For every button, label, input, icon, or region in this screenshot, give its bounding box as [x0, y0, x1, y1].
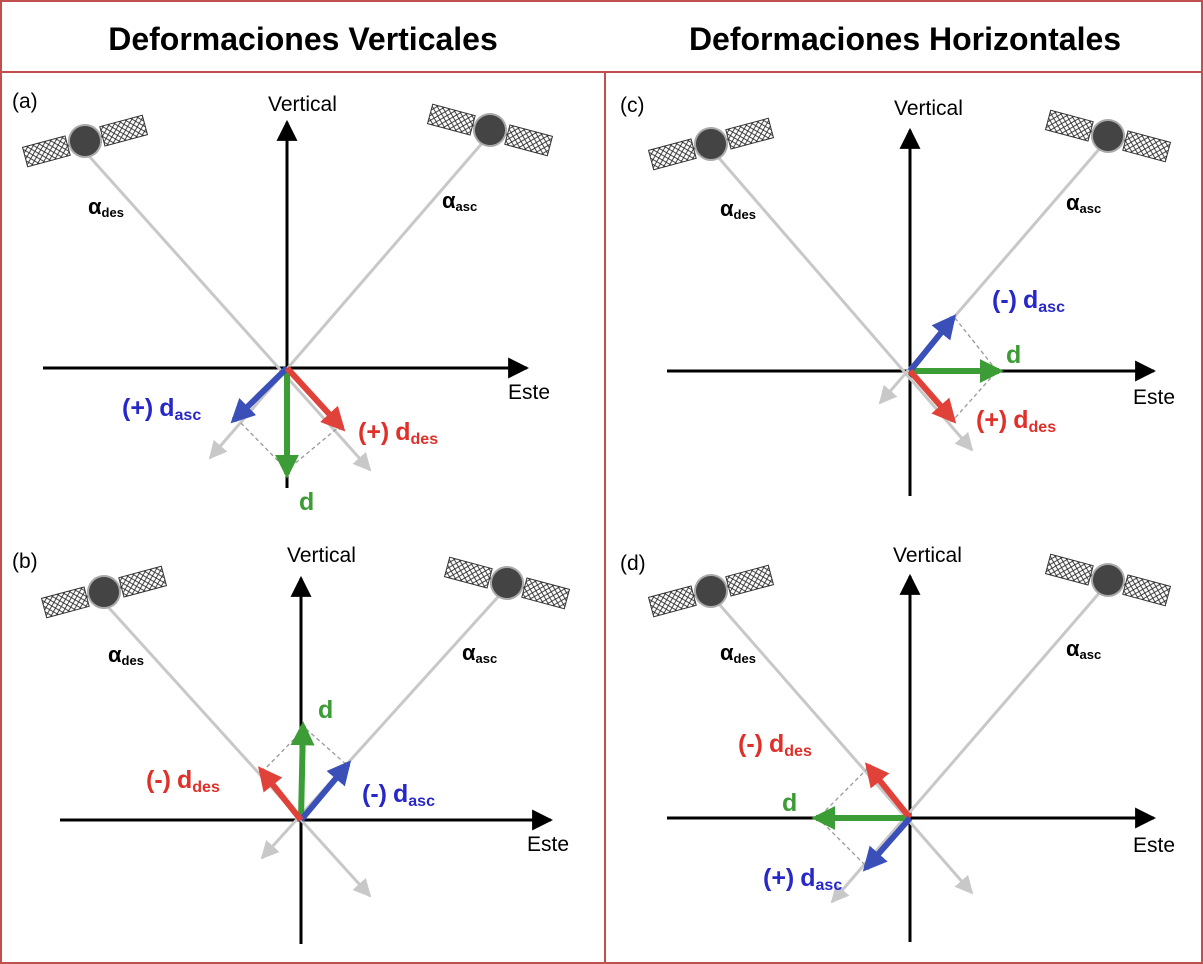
- ascending-incidence-label: αasc: [462, 640, 497, 666]
- panel-label: (c): [620, 94, 645, 117]
- resultant-vector-label: d: [782, 789, 797, 817]
- vertical-axis-label: Vertical: [287, 544, 356, 567]
- ascending-line-of-sight: [208, 133, 492, 460]
- resultant-vector-label: d: [318, 696, 333, 724]
- ascending-incidence-label: αasc: [1066, 636, 1101, 662]
- header-vertical-deformations: Deformaciones Verticales: [108, 21, 498, 57]
- panel-b: (b) Vertical Este (-)ddes (-)dasc d αdes…: [12, 544, 571, 944]
- descending-satellite-icon: [21, 114, 149, 168]
- panel-c: (c) Vertical Este (-)dasc (+)ddes d αdes…: [620, 94, 1175, 496]
- ascending-incidence-label: αasc: [442, 188, 477, 214]
- panel-label: (b): [12, 550, 38, 573]
- ascending-line-of-sight: [830, 583, 1109, 904]
- projection-lines: [954, 317, 998, 419]
- descending-vector-label: (+)ddes: [976, 406, 1056, 436]
- ascending-vector: [298, 760, 352, 822]
- descending-satellite-icon: [40, 565, 168, 619]
- panel-label: (d): [620, 552, 646, 575]
- ascending-vector-label: (-)dasc: [362, 780, 435, 810]
- descending-incidence-label: αdes: [88, 194, 124, 220]
- ascending-vector-label: (-)dasc: [992, 286, 1065, 316]
- descending-vector: [864, 762, 913, 820]
- resultant-vector-label: d: [1006, 341, 1021, 369]
- panel-label: (a): [12, 90, 38, 113]
- east-axis-label: Este: [508, 381, 550, 404]
- descending-vector-label: (+)ddes: [358, 418, 438, 448]
- descending-vector: [258, 766, 304, 822]
- descending-line-of-sight: [710, 595, 974, 895]
- header-horizontal-deformations: Deformaciones Horizontales: [689, 21, 1121, 57]
- ascending-vector: [907, 314, 957, 373]
- descending-vector: [907, 369, 957, 424]
- ascending-satellite-icon: [426, 103, 554, 157]
- vertical-axis-label: Vertical: [268, 93, 337, 116]
- descending-vector-label: (-)ddes: [738, 730, 812, 760]
- ascending-vector-label: (+)dasc: [122, 394, 201, 424]
- descending-incidence-label: αdes: [720, 640, 756, 666]
- ascending-incidence-label: αasc: [1066, 190, 1101, 216]
- ascending-satellite-icon: [443, 556, 571, 610]
- ascending-vector-label: (+)dasc: [763, 864, 842, 894]
- ascending-satellite-icon: [1044, 109, 1172, 163]
- descending-vector: [284, 365, 346, 432]
- ascending-vector: [230, 365, 290, 424]
- projection-lines: [261, 727, 349, 773]
- descending-satellite-icon: [647, 564, 775, 618]
- resultant-vector-label: d: [299, 488, 314, 516]
- descending-vector-label: (-)ddes: [146, 766, 220, 796]
- descending-line-of-sight: [710, 149, 974, 452]
- descending-line-of-sight: [98, 596, 372, 898]
- panel-d: (d) Vertical Este (-)ddes (+)dasc d αdes…: [620, 544, 1175, 942]
- vertical-axis-label: Vertical: [893, 544, 962, 567]
- vertical-axis-label: Vertical: [894, 97, 963, 120]
- panel-a: (a) Vertical Este (+)dasc (+)ddes d αdes…: [12, 90, 554, 516]
- east-axis-label: Este: [1133, 386, 1175, 409]
- descending-incidence-label: αdes: [720, 196, 756, 222]
- ascending-vector: [862, 816, 913, 872]
- east-axis-label: Este: [1133, 834, 1175, 857]
- resultant-vector: [290, 721, 315, 821]
- descending-incidence-label: αdes: [108, 642, 144, 668]
- ascending-satellite-icon: [1044, 553, 1172, 607]
- east-axis-label: Este: [527, 833, 569, 856]
- descending-satellite-icon: [647, 117, 775, 171]
